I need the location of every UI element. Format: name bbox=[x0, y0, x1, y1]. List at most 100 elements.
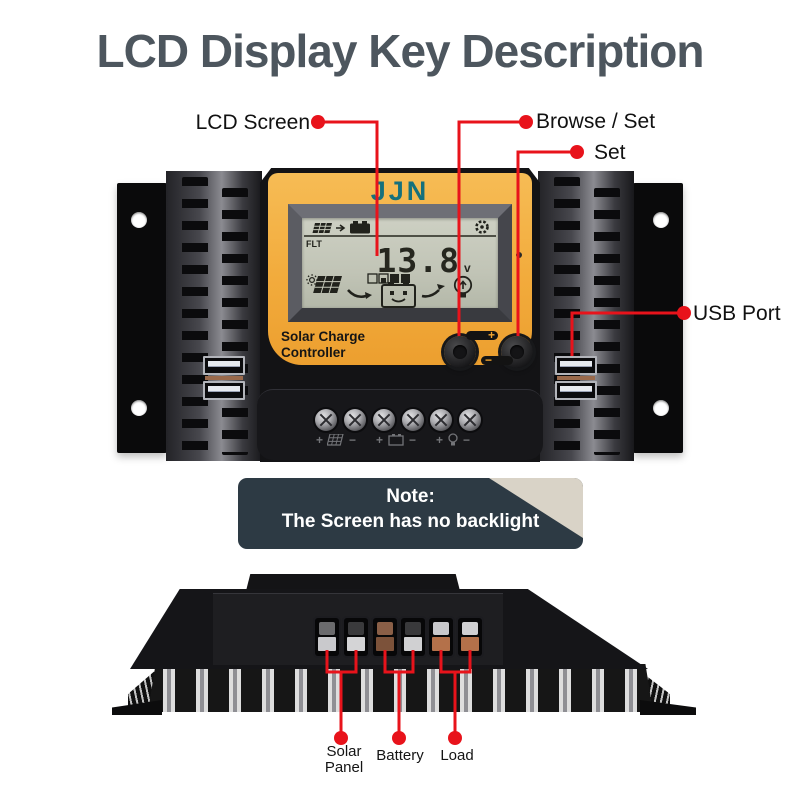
solar-label-line2: Panel bbox=[324, 759, 364, 776]
screw-hole bbox=[653, 212, 669, 228]
usb-divider bbox=[557, 376, 595, 380]
plus-mark: + bbox=[376, 433, 384, 447]
terminal-screw bbox=[315, 409, 337, 431]
usb-port bbox=[203, 356, 245, 375]
usb-ports-left bbox=[203, 356, 245, 400]
solar-label-line1: Solar bbox=[326, 743, 362, 760]
lcd-screen-label: LCD Screen bbox=[195, 111, 310, 134]
contact bbox=[376, 637, 394, 651]
charge-arrow-icon bbox=[347, 289, 372, 299]
battery-callout-dot bbox=[392, 731, 406, 745]
solar-to-battery-icon bbox=[312, 223, 346, 233]
note-box: Note: The Screen has no backlight bbox=[238, 478, 583, 549]
lcd-voltage-unit: v bbox=[464, 261, 471, 275]
rib-slots bbox=[594, 188, 620, 455]
load-terminal-marking: + − bbox=[436, 433, 470, 447]
discharge-arrow-icon bbox=[421, 284, 445, 298]
load-terminal bbox=[429, 618, 453, 656]
usb-tongue bbox=[208, 386, 240, 392]
solar-terminal bbox=[315, 618, 339, 656]
contact bbox=[432, 637, 450, 651]
terminal-screw bbox=[373, 409, 395, 431]
battery-terminal-icon bbox=[388, 434, 404, 446]
product-label: Solar Charge Controller bbox=[281, 329, 365, 361]
solar-panel-label: Solar Panel bbox=[314, 744, 374, 776]
terminal-screw bbox=[344, 409, 366, 431]
load-label: Load bbox=[440, 747, 474, 764]
solar-terminal-marking: + − bbox=[316, 433, 356, 447]
battery-terminal-marking: + − bbox=[376, 433, 416, 447]
page-title: LCD Display Key Description bbox=[96, 25, 705, 77]
usb-port bbox=[555, 381, 597, 400]
bulb-icon bbox=[453, 275, 473, 298]
lcd-screen: FLT 13.8 v bbox=[304, 220, 496, 308]
clamp bbox=[405, 622, 421, 635]
usb-port bbox=[203, 381, 245, 400]
contact bbox=[347, 637, 365, 651]
battery-terminal bbox=[373, 618, 397, 656]
clamp bbox=[433, 622, 449, 635]
battery-smiley-icon bbox=[381, 282, 416, 308]
heatsink-ribs-left bbox=[166, 171, 262, 461]
terminal-screw bbox=[430, 409, 452, 431]
terminal-screw bbox=[459, 409, 481, 431]
bottom-view-top-ridge bbox=[246, 574, 460, 591]
usb-port bbox=[555, 356, 597, 375]
browse-set-label: Browse / Set bbox=[536, 110, 656, 133]
sun-panel-icon bbox=[306, 274, 342, 293]
terminal-screw bbox=[402, 409, 424, 431]
rib-slots bbox=[182, 177, 208, 455]
product-label-line2: Controller bbox=[281, 345, 346, 360]
screw-hole bbox=[131, 400, 147, 416]
set-label: Set bbox=[594, 141, 626, 164]
browse-set-button bbox=[444, 336, 476, 368]
minus-mark: − bbox=[409, 433, 417, 447]
solar-terminal bbox=[344, 618, 368, 656]
set-callout-dot bbox=[570, 145, 584, 159]
clamp bbox=[348, 622, 364, 635]
indicator-dot bbox=[516, 252, 522, 258]
usb-tongue bbox=[560, 386, 592, 392]
contact bbox=[404, 637, 422, 651]
minus-key-icon: − bbox=[481, 354, 513, 366]
bulb-terminal-icon bbox=[448, 433, 458, 446]
heatsink-ribs-right bbox=[538, 171, 634, 461]
usb-tongue bbox=[560, 361, 592, 367]
lcd-voltage: 13.8 bbox=[377, 241, 460, 280]
note-body: The Screen has no backlight bbox=[281, 511, 540, 532]
heatsink-fins-bottom bbox=[148, 664, 653, 712]
product-label-line1: Solar Charge bbox=[281, 329, 366, 344]
plus-key-icon: + bbox=[466, 329, 498, 341]
gear-icon bbox=[475, 220, 489, 234]
rib-slots bbox=[222, 188, 248, 455]
usb-divider bbox=[205, 376, 243, 380]
note-heading: Note: bbox=[386, 486, 435, 507]
usb-ports-right bbox=[555, 356, 597, 400]
contact bbox=[461, 637, 479, 651]
usb-port-label: USB Port bbox=[693, 302, 781, 325]
load-callout-dot bbox=[448, 731, 462, 745]
screw-hole bbox=[131, 212, 147, 228]
minus-mark: − bbox=[463, 433, 471, 447]
charge-blocks-icon bbox=[367, 273, 410, 284]
load-terminal bbox=[458, 618, 482, 656]
lcd-mode-text: FLT bbox=[306, 239, 322, 249]
rib-slots bbox=[554, 177, 580, 455]
brand-logo: JJN bbox=[370, 176, 430, 206]
plus-mark: + bbox=[436, 433, 444, 447]
battery-terminal bbox=[401, 618, 425, 656]
lcd-screen-callout-dot bbox=[311, 115, 325, 129]
battery-status-icon bbox=[350, 221, 370, 234]
clamp bbox=[462, 622, 478, 635]
browse-set-callout-dot bbox=[519, 115, 533, 129]
clamp bbox=[319, 622, 335, 635]
contact bbox=[318, 637, 336, 651]
screw-hole bbox=[653, 400, 669, 416]
terminal-block bbox=[257, 389, 543, 460]
solar-panel-terminal-icon bbox=[327, 434, 344, 446]
clamp bbox=[377, 622, 393, 635]
battery-label: Battery bbox=[376, 747, 424, 764]
usb-tongue bbox=[208, 361, 240, 367]
plus-mark: + bbox=[316, 433, 324, 447]
